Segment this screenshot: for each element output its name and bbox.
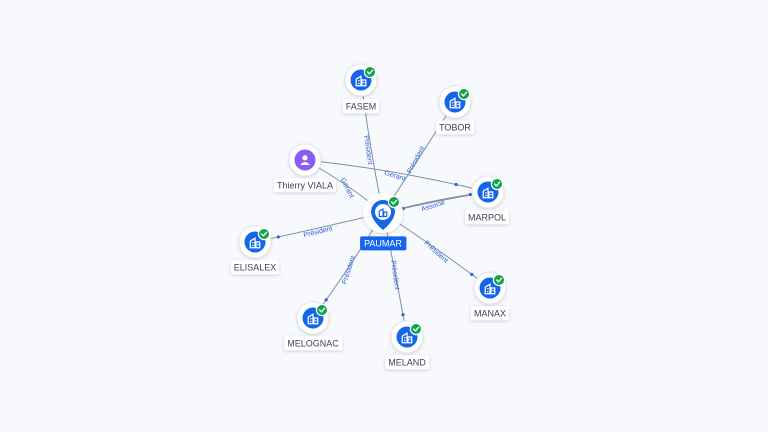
- center-node-label: PAUMAR: [364, 238, 402, 248]
- node-label: ELISALEX: [234, 262, 277, 272]
- edge-arrow-marker: [470, 272, 474, 276]
- building-icon: [355, 75, 367, 87]
- check-badge-icon: [387, 195, 401, 209]
- building-icon: [307, 313, 319, 325]
- edge-label: Président: [406, 145, 426, 174]
- edge-arrow-marker: [468, 192, 473, 197]
- node-elisalex[interactable]: ELISALEX: [230, 225, 280, 275]
- edge-label: Président: [341, 255, 357, 285]
- edge-label: Gérant: [339, 177, 355, 199]
- node-label-bg: [230, 260, 280, 275]
- node-label-bg: [284, 336, 343, 351]
- edge-arrow-marker: [324, 298, 328, 302]
- node-label: MARPOL: [468, 212, 506, 222]
- node-label: TOBOR: [439, 122, 471, 132]
- node-label-bg: [385, 355, 430, 370]
- edge-arrow-marker: [401, 313, 405, 317]
- node-tobor[interactable]: TOBOR: [436, 85, 475, 135]
- node-marpol[interactable]: MARPOL: [464, 175, 510, 225]
- check-badge-icon: [492, 273, 506, 287]
- edge-label: Gérant: [384, 170, 407, 183]
- node-label: MANAX: [474, 308, 506, 318]
- building-icon: [249, 237, 261, 249]
- check-badge-icon: [363, 65, 377, 79]
- node-label-bg: [470, 306, 510, 321]
- building-icon: [401, 332, 413, 344]
- node-label-bg: [464, 210, 510, 225]
- building-icon: [378, 207, 388, 218]
- node-melognac[interactable]: MELOGNAC: [284, 301, 343, 351]
- node-label-bg: [273, 178, 337, 193]
- node-fasem[interactable]: FASEM: [342, 63, 380, 114]
- edge-label: Président: [362, 135, 373, 165]
- check-badge-icon: [457, 87, 471, 101]
- building-icon: [484, 283, 496, 295]
- node-label: MELAND: [388, 357, 426, 367]
- center-label-bg: [360, 236, 407, 251]
- edge-label: Président: [422, 240, 449, 265]
- node-meland[interactable]: MELAND: [385, 320, 430, 370]
- node-label: Thierry VIALA: [277, 180, 333, 190]
- check-badge-icon: [257, 227, 271, 241]
- edge-arrow-marker: [276, 235, 280, 239]
- node-label-bg: [342, 99, 380, 114]
- node-label: FASEM: [346, 101, 377, 111]
- node-label: MELOGNAC: [287, 338, 339, 348]
- edge-thierry-marpol: [304, 159, 489, 193]
- check-badge-icon: [490, 177, 504, 191]
- edge-label: Président: [303, 225, 333, 239]
- edge-label: Président: [389, 260, 400, 290]
- building-icon: [449, 97, 461, 109]
- node-manax[interactable]: MANAX: [470, 271, 510, 321]
- check-badge-icon: [409, 322, 423, 336]
- person-icon: [300, 155, 310, 165]
- node-thierry[interactable]: Thierry VIALA: [273, 143, 337, 193]
- edge-arrow-marker: [454, 182, 458, 187]
- check-badge-icon: [315, 303, 329, 317]
- node-paumar-center[interactable]: PAUMAR: [360, 193, 407, 251]
- building-icon: [482, 187, 494, 199]
- node-label-bg: [436, 120, 475, 135]
- nodes-layer: FASEM TOBOR Thierry VIALA MARPOL ELISALEX MAN…: [230, 63, 510, 370]
